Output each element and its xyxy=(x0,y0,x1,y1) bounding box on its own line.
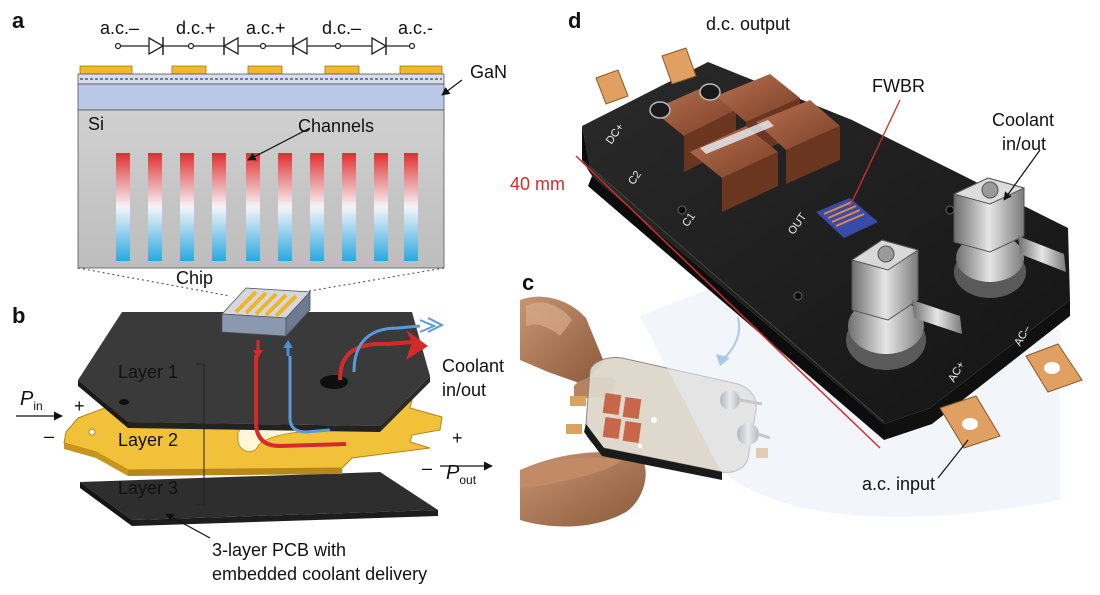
panel-label-a: a xyxy=(12,8,25,33)
fwbr-label: FWBR xyxy=(872,76,925,96)
fwbr-pointer xyxy=(849,99,901,207)
terminal-node xyxy=(187,42,195,50)
terminal-label: d.c.+ xyxy=(176,18,216,38)
ac-input-pointer xyxy=(937,439,969,479)
ac-input-label: a.c. input xyxy=(862,474,936,494)
microchannel xyxy=(404,153,418,261)
layer3-label: Layer 3 xyxy=(118,478,179,498)
si-label: Si xyxy=(88,114,105,134)
plus-out: + xyxy=(452,428,463,448)
chip-3d xyxy=(221,287,311,338)
pcb-caption-line1: 3-layer PCB with xyxy=(212,540,347,560)
microchannel xyxy=(374,153,388,261)
diode-symbol xyxy=(148,36,165,56)
board-photo xyxy=(575,47,1083,517)
microchannel xyxy=(116,153,130,261)
microchannel xyxy=(180,153,194,261)
panel-label-c: c xyxy=(522,270,535,295)
gan-pointer xyxy=(441,79,463,96)
minus-out: – xyxy=(422,458,433,478)
chip-cross-section xyxy=(77,65,463,297)
layer1-label: Layer 1 xyxy=(118,362,179,382)
minus-in: – xyxy=(44,426,55,446)
microchannel xyxy=(246,153,260,261)
gan-label: GaN xyxy=(470,62,508,82)
terminal-node xyxy=(408,42,416,50)
fwbr-chip xyxy=(816,198,878,238)
p-in-label: Pin xyxy=(20,388,43,413)
diode-circuit xyxy=(114,36,416,56)
pcb-caption-line2: embedded coolant delivery xyxy=(212,564,428,584)
pcb-stack xyxy=(16,287,493,539)
diode-symbol xyxy=(291,36,308,56)
terminal-node xyxy=(259,42,267,50)
terminal-label: a.c.+ xyxy=(246,18,286,38)
coolant-fitting xyxy=(846,239,962,370)
coolant-d-line2: in/out xyxy=(1002,134,1047,154)
terminal-node xyxy=(334,42,342,50)
coolant-pointer xyxy=(1003,149,1041,201)
layer2-label: Layer 2 xyxy=(118,430,179,450)
terminal-label: a.c.- xyxy=(398,18,434,38)
dimension-label: 40 mm xyxy=(510,174,566,194)
dimension-line xyxy=(575,155,881,449)
channels-pointer xyxy=(247,127,311,161)
microchannel xyxy=(310,153,324,261)
coolant-d-line1: Coolant xyxy=(992,110,1055,130)
diode-symbol xyxy=(222,36,239,56)
coolant-label-line1: Coolant xyxy=(442,356,505,376)
diode-symbol xyxy=(371,36,388,56)
dc-tab xyxy=(595,47,697,105)
coolant-fitting xyxy=(952,177,1066,298)
microchannel xyxy=(148,153,162,261)
p-out-label: Pout xyxy=(446,462,477,487)
channel-group xyxy=(116,153,418,261)
microchannel xyxy=(342,153,356,261)
plus-in: + xyxy=(74,396,85,416)
microchannel xyxy=(278,153,292,261)
terminal-node xyxy=(114,42,122,50)
terminal-label: a.c.– xyxy=(100,18,140,38)
terminal-label: d.c.– xyxy=(322,18,362,38)
panel-label-d: d xyxy=(568,8,582,33)
microchannel xyxy=(212,153,226,261)
coolant-label-line2: in/out xyxy=(442,380,487,400)
ac-tab xyxy=(939,343,1083,449)
chip-label: Chip xyxy=(176,268,214,288)
channels-label: Channels xyxy=(298,116,375,136)
panel-label-b: b xyxy=(12,303,26,328)
dc-output-label: d.c. output xyxy=(706,14,791,34)
